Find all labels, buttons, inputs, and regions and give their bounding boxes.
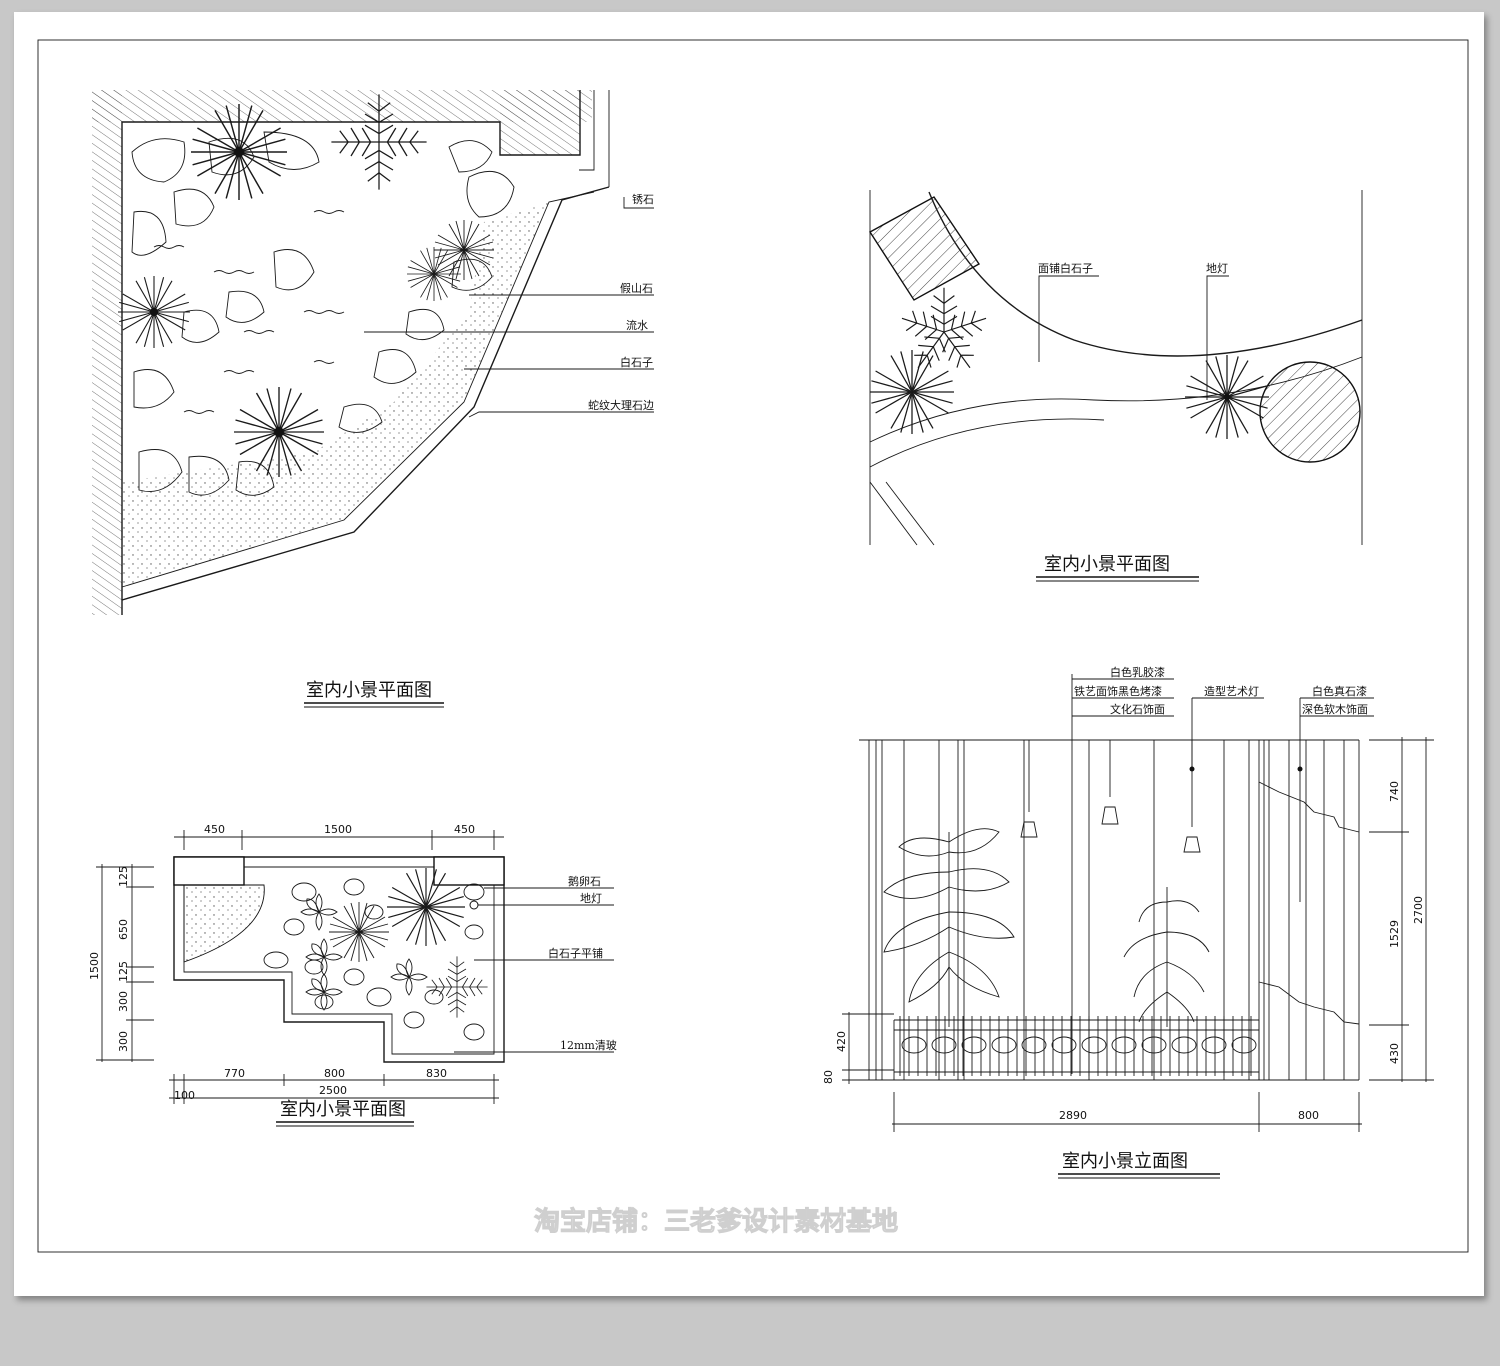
plan3-label-3: 12mm清玻 bbox=[560, 1039, 617, 1052]
elevation-dim-bottom-0: 2890 bbox=[1059, 1109, 1087, 1122]
plan2-leader-0 bbox=[1038, 275, 1099, 362]
plan3-dim-left-2: 125 bbox=[117, 961, 130, 982]
railing-scroll bbox=[961, 1036, 987, 1054]
plan1-rocks bbox=[131, 131, 515, 496]
plan3-dim-bottom-2: 830 bbox=[426, 1067, 447, 1080]
elevation-dim-bottom-1: 800 bbox=[1298, 1109, 1319, 1122]
watermark: 淘宝店铺：三老爹设计素材基地 bbox=[534, 1206, 898, 1237]
railing-scroll bbox=[931, 1036, 957, 1054]
elevation-label-3: 造型艺术灯 bbox=[1204, 684, 1259, 698]
elevation-label-0: 白色乳胶漆 bbox=[1110, 665, 1165, 679]
railing-scroll bbox=[1201, 1036, 1227, 1054]
elevation-leaders bbox=[1071, 674, 1374, 1074]
elevation-dim-right-2: 430 bbox=[1388, 1043, 1401, 1064]
plan2-drawing bbox=[869, 190, 1363, 546]
plan3-dim-top-0: 450 bbox=[204, 823, 225, 836]
elevation-dim-right-0: 740 bbox=[1388, 781, 1401, 802]
plan3-dim-left-total: 1500 bbox=[88, 952, 101, 980]
railing-scroll bbox=[1111, 1036, 1137, 1054]
railing-scroll bbox=[1171, 1036, 1197, 1054]
plan1-water bbox=[153, 210, 345, 414]
railing-scroll bbox=[1141, 1036, 1167, 1054]
railing-scroll bbox=[1231, 1036, 1257, 1054]
elevation-plants bbox=[883, 828, 1210, 1027]
elevation-lamps bbox=[1020, 740, 1201, 853]
plan3-dim-small: 100 bbox=[174, 1089, 195, 1102]
plan3-pebbles bbox=[263, 878, 485, 1041]
plan3-dim-left-1: 650 bbox=[117, 919, 130, 940]
plan3-label-1: 地灯 bbox=[580, 892, 602, 905]
elevation-drawing bbox=[842, 674, 1434, 1132]
plan3-outline bbox=[173, 856, 505, 1063]
plan3-label-0: 鹅卵石 bbox=[568, 874, 601, 888]
railing-scroll bbox=[991, 1036, 1017, 1054]
plan1-wall-left bbox=[92, 90, 122, 615]
railing-scroll bbox=[1021, 1036, 1047, 1054]
plan3-drawing bbox=[96, 830, 614, 1104]
elevation-dim-right-1: 1529 bbox=[1388, 920, 1401, 948]
plan1-wall-corner bbox=[500, 90, 580, 155]
elevation-dims-left bbox=[842, 1012, 894, 1084]
plan2-hatched-block bbox=[869, 196, 981, 301]
plan3-dim-top-1: 1500 bbox=[324, 823, 352, 836]
elevation-dim-right-total: 2700 bbox=[1412, 896, 1425, 924]
plan1-drawing bbox=[92, 90, 654, 615]
elevation-label-2: 文化石饰面 bbox=[1110, 702, 1165, 716]
plan3-dims-left bbox=[96, 864, 154, 1062]
plan1-wall-lines bbox=[579, 90, 610, 187]
plan3-dim-bottom-1: 800 bbox=[324, 1067, 345, 1080]
plan2-label-0: 面铺白石子 bbox=[1038, 261, 1093, 275]
plan2-label-1: 地灯 bbox=[1206, 262, 1228, 275]
elevation-dims-bottom bbox=[892, 1092, 1362, 1132]
elevation-dim-left-1: 80 bbox=[822, 1070, 835, 1084]
plan1-label-1: 假山石 bbox=[620, 281, 653, 295]
plan1-gravel bbox=[122, 202, 549, 587]
railing-scroll bbox=[901, 1036, 927, 1054]
railing-scroll bbox=[1051, 1036, 1077, 1054]
plan1-outline bbox=[121, 90, 581, 615]
elevation-dim-left-0: 420 bbox=[835, 1031, 848, 1052]
plan3-dim-left-0: 125 bbox=[117, 866, 130, 887]
plan3-dim-top-2: 450 bbox=[454, 823, 475, 836]
railing-scroll bbox=[1081, 1036, 1107, 1054]
plan2-title: 室内小景平面图 bbox=[1044, 554, 1170, 575]
plan3-label-2: 白石子平铺 bbox=[548, 946, 603, 960]
elevation-label-4: 白色真石漆 bbox=[1312, 684, 1367, 698]
plan3-dim-bottom-0: 770 bbox=[224, 1067, 245, 1080]
elevation-dims-right bbox=[1369, 737, 1434, 1082]
plan1-label-4: 蛇纹大理石边 bbox=[588, 398, 654, 412]
drawing-sheet: 锈石 假山石 流水 白石子 蛇纹大理石边 室内小景平面图 面铺白石子 地灯 室内… bbox=[14, 12, 1484, 1296]
plan2-hatched-circle bbox=[1259, 361, 1361, 463]
cad-drawing: 锈石 假山石 流水 白石子 蛇纹大理石边 室内小景平面图 面铺白石子 地灯 室内… bbox=[37, 39, 1469, 1253]
plan3-dims-top bbox=[174, 830, 504, 850]
plan2-curve-upper bbox=[928, 191, 1363, 357]
plan1-label-3: 白石子 bbox=[620, 355, 653, 369]
plan3-dims-bottom bbox=[169, 1074, 499, 1104]
elevation-title: 室内小景立面图 bbox=[1062, 1151, 1188, 1172]
plan3-title: 室内小景平面图 bbox=[280, 1099, 406, 1120]
plan3-gravel bbox=[183, 884, 265, 963]
plan1-title: 室内小景平面图 bbox=[306, 680, 432, 701]
plan1-leaders bbox=[364, 197, 654, 418]
plan3-dim-total: 2500 bbox=[319, 1084, 347, 1097]
elevation-wall-lines bbox=[859, 739, 1360, 1081]
plan3-dim-left-3: 300 bbox=[117, 991, 130, 1012]
plan2-leader-1 bbox=[1206, 275, 1229, 400]
plan1-label-0: 锈石 bbox=[632, 193, 654, 206]
plan3-dim-left-4: 300 bbox=[117, 1031, 130, 1052]
plan1-label-2: 流水 bbox=[626, 318, 648, 332]
elevation-label-1: 铁艺面饰黑色烤漆 bbox=[1074, 684, 1162, 698]
sheet-border bbox=[37, 39, 1469, 1253]
elevation-label-5: 深色软木饰面 bbox=[1302, 702, 1368, 716]
